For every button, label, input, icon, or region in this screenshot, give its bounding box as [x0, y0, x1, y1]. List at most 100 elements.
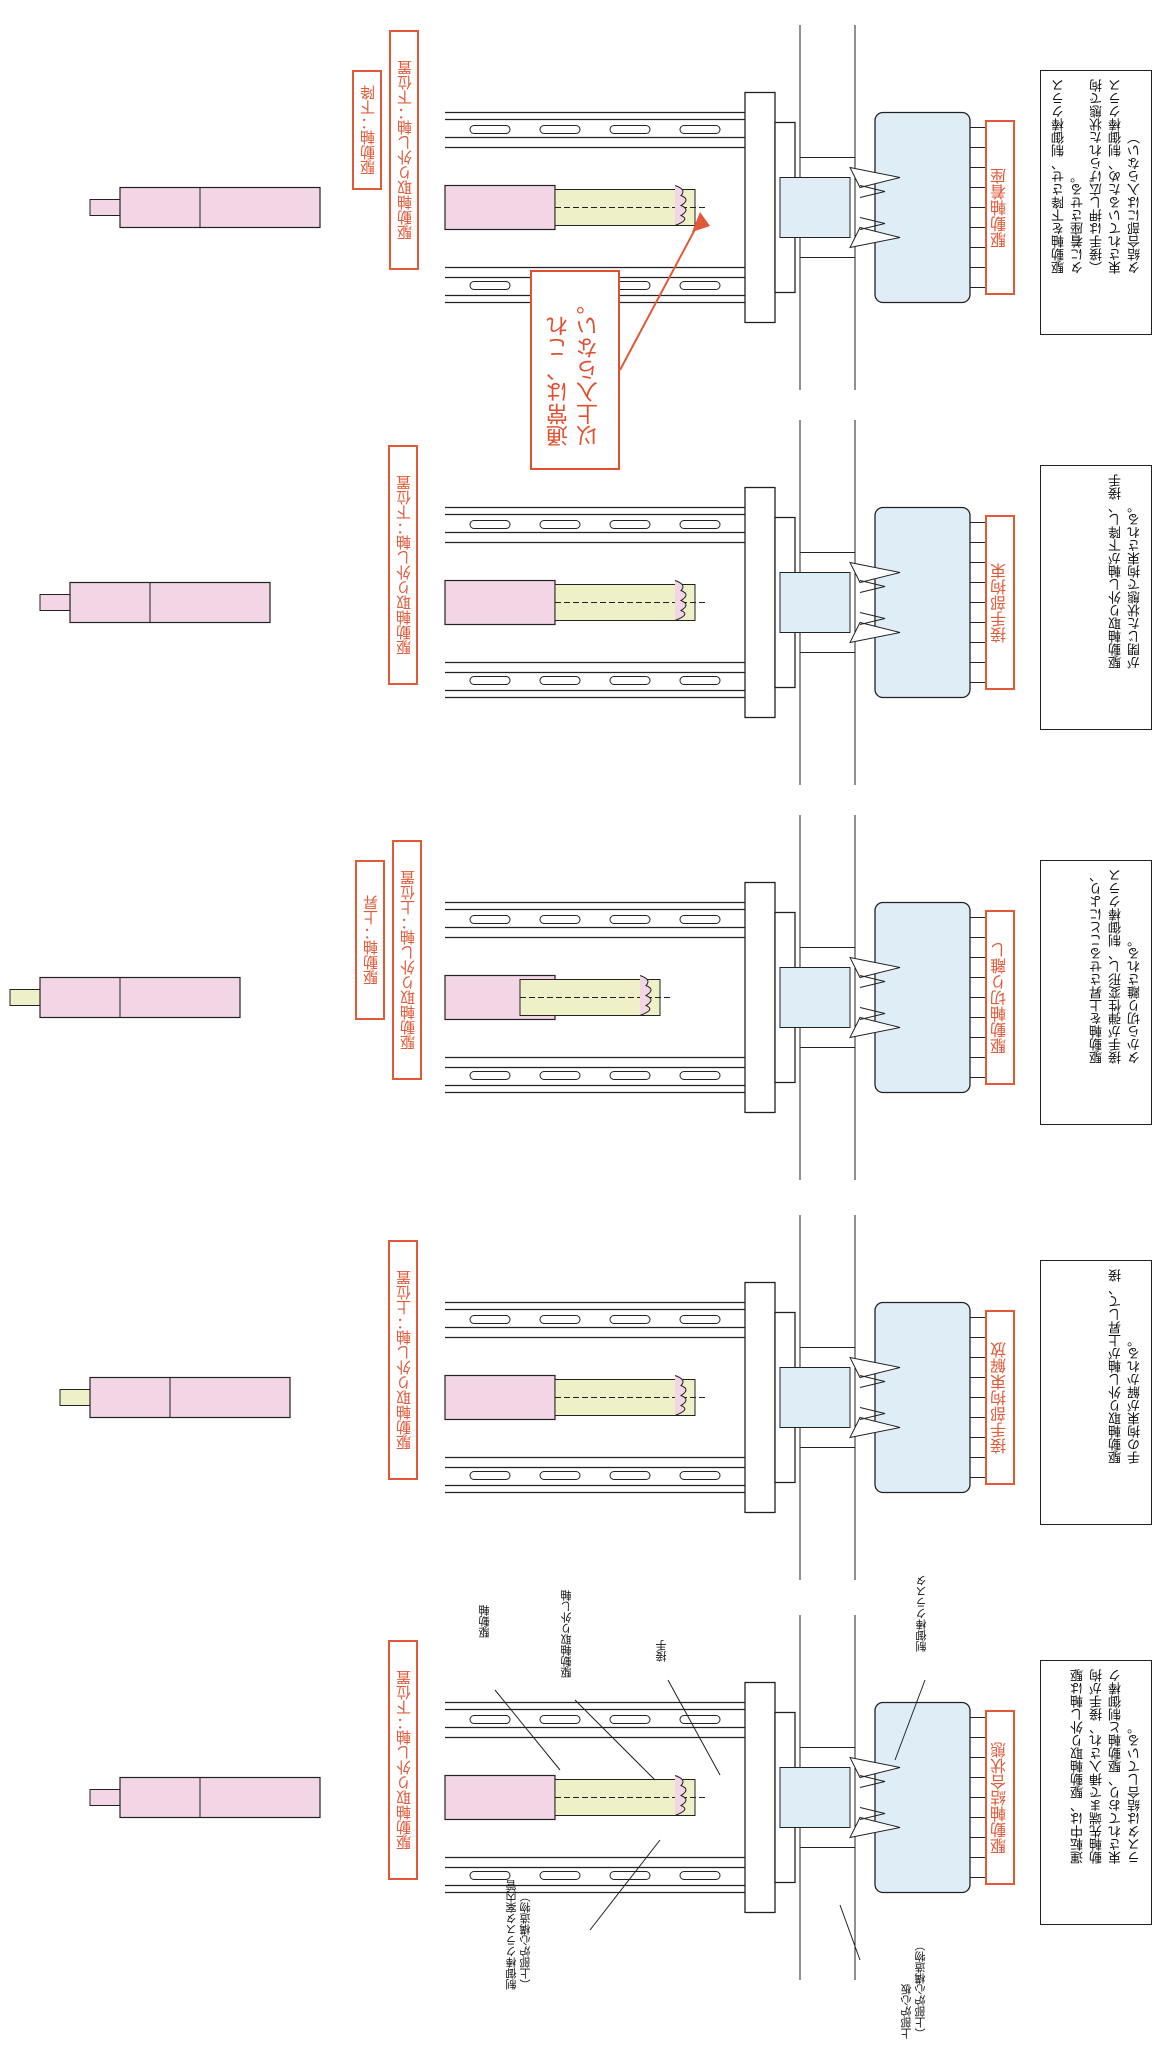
annotation-text: 駆動軸 [478, 1605, 491, 1638]
upper-flange [744, 91, 776, 324]
panel-title: 駆動軸結合状態 [985, 1710, 1015, 1885]
panel-4 [39, 420, 985, 785]
rcc-hub [779, 967, 851, 1028]
rcc-vane-small [859, 185, 886, 230]
panel-description-text: 駆動軸を上昇させることにより、 接手が弾性変形し、制御棒クラス タから切り離され… [1090, 869, 1143, 1064]
panel-description: 駆動軸を上昇させることにより、 接手が弾性変形し、制御棒クラス タから切り離され… [1040, 860, 1152, 1125]
tube-slot [539, 1471, 581, 1480]
tube-slot [539, 676, 581, 685]
state-label-text: 駆動軸取り外し軸：上位置 [398, 870, 417, 1050]
rcc-hub [779, 1367, 851, 1428]
tube-slot [679, 676, 721, 685]
stub-shaft-tip [89, 199, 121, 216]
coupling-fingers [674, 185, 687, 226]
core-plate-label: 上部炉心板 （上部炉心構造物） [900, 1940, 928, 2039]
rcc-vane-small [859, 975, 886, 1020]
panel-title-text: 接手部拘束解放 [990, 1341, 1009, 1454]
annotation-leader [574, 1699, 656, 1781]
tube-slot [679, 915, 721, 924]
state-label: 駆動軸取り外し軸：上位置 [388, 1240, 418, 1480]
guide-tube-leader [589, 1839, 661, 1931]
tube-slot [679, 1715, 721, 1724]
state-label: 駆動軸：下降 [352, 70, 382, 190]
tube-slot [469, 1071, 511, 1080]
state-label: 駆動軸：上昇 [355, 860, 385, 1020]
rcc-vane [849, 561, 901, 644]
tube-slot [469, 1471, 511, 1480]
panel-title: 接手部拘束解放 [985, 1310, 1015, 1485]
upper-flange [744, 881, 776, 1114]
rcc-hub [779, 572, 851, 633]
tube-slot [469, 676, 511, 685]
drive-shaft-top [119, 1776, 321, 1819]
callout-text: 通常は、これ 以上入らない。 [547, 293, 602, 447]
upper-flange [744, 486, 776, 719]
tube-slot [539, 125, 581, 134]
annotation-text: 駆動軸取り外し軸 [560, 1590, 573, 1678]
stub-shaft-tip [59, 1389, 91, 1406]
drive-shaft [444, 1374, 556, 1421]
panel-title-text: 駆動軸着座 [990, 167, 1009, 248]
annotation-text: 接手 [655, 1640, 668, 1662]
panel-title: 駆動軸着座 [985, 120, 1015, 295]
rcc-hub [779, 177, 851, 238]
panel-description: 駆動軸取り外し軸が上昇して、接 手の拘束が解かれる。 [1040, 1260, 1152, 1525]
state-label-text: 駆動軸取り外し軸：下位置 [394, 1670, 413, 1850]
tube-slot [609, 1715, 651, 1724]
panel-3 [9, 815, 985, 1180]
rcc-spider [874, 1701, 971, 1894]
tube-slot [609, 915, 651, 924]
panel-title-text: 駆動軸結合状態 [990, 1741, 1009, 1854]
rcc-spider [874, 506, 971, 699]
state-label-text: 駆動軸取り外し軸：下位置 [395, 60, 414, 240]
drive-shaft-top [39, 976, 241, 1019]
panel-description-text: 駆動軸を下降させ、制御棒クラス タに着座させる。 （接手は押し広げられた状態で拘… [1052, 79, 1143, 274]
panel-5 [89, 25, 985, 390]
tube-slot [539, 1071, 581, 1080]
tube-slot [609, 125, 651, 134]
callout-arrowhead [692, 212, 710, 232]
annotation-label: 接手 [655, 1640, 669, 1662]
tube-slot [469, 1871, 511, 1880]
rcc-vane-small [859, 580, 886, 625]
state-label-text: 駆動軸取り外し軸：上位置 [394, 1270, 413, 1450]
tube-slot [679, 1315, 721, 1324]
panel-title: 駆動軸切り離し [985, 910, 1015, 1085]
annotation-label: 駆動軸取り外し軸 [560, 1590, 574, 1678]
tube-slot [679, 1871, 721, 1880]
state-label: 駆動軸取り外し軸：上位置 [392, 840, 422, 1080]
drive-shaft-top [69, 581, 271, 624]
annotation-leader [894, 1679, 926, 1761]
panel-description: 駆動軸を下降させ、制御棒クラス タに着座させる。 （接手は押し広げられた状態で拘… [1040, 70, 1152, 335]
stub-shaft-tip [39, 594, 71, 611]
state-label: 駆動軸取り外し軸：下位置 [389, 30, 419, 270]
callout-arrow-line [619, 219, 701, 371]
tube-slot [679, 125, 721, 134]
drive-shaft [444, 184, 556, 231]
tube-slot [609, 1071, 651, 1080]
rcc-vane-small [859, 1375, 886, 1420]
rcc-vane [849, 166, 901, 249]
stub-shaft-tip [9, 989, 41, 1006]
tube-slot [469, 520, 511, 529]
annotation-label: 制御棒クラスタ [915, 1575, 929, 1652]
state-label-text: 駆動軸：下降 [358, 85, 377, 175]
rcc-spider [874, 1301, 971, 1494]
rcc-vane [849, 1356, 901, 1439]
rcc-spider [874, 901, 971, 1094]
tube-slot [539, 1871, 581, 1880]
coupling-fingers [674, 1375, 687, 1416]
callout-box: 通常は、これ 以上入らない。 [530, 270, 620, 470]
tube-slot [609, 1871, 651, 1880]
panel-title-text: 接手部拘束 [990, 562, 1009, 643]
rcc-vane [849, 1756, 901, 1839]
annotation-label: 駆動軸 [478, 1605, 492, 1638]
coupling-fingers [639, 975, 652, 1016]
tube-slot [539, 1315, 581, 1324]
panel-description-text: 駆動軸取り外し軸が下降し、接手 が閉じた状態で拘束される。 [1109, 474, 1143, 669]
panel-description-text: 運転中は、駆動軸取り外し軸は駆 動軸先端まで挿入され、接手が拘 束されており、駆… [1071, 1669, 1143, 1864]
state-label: 駆動軸取り外し軸：下位置 [388, 1640, 418, 1880]
guide-tube-text: 制御棒クラスタ案内管 （上部炉心構造物） [505, 1880, 532, 1990]
tube-slot [469, 1715, 511, 1724]
